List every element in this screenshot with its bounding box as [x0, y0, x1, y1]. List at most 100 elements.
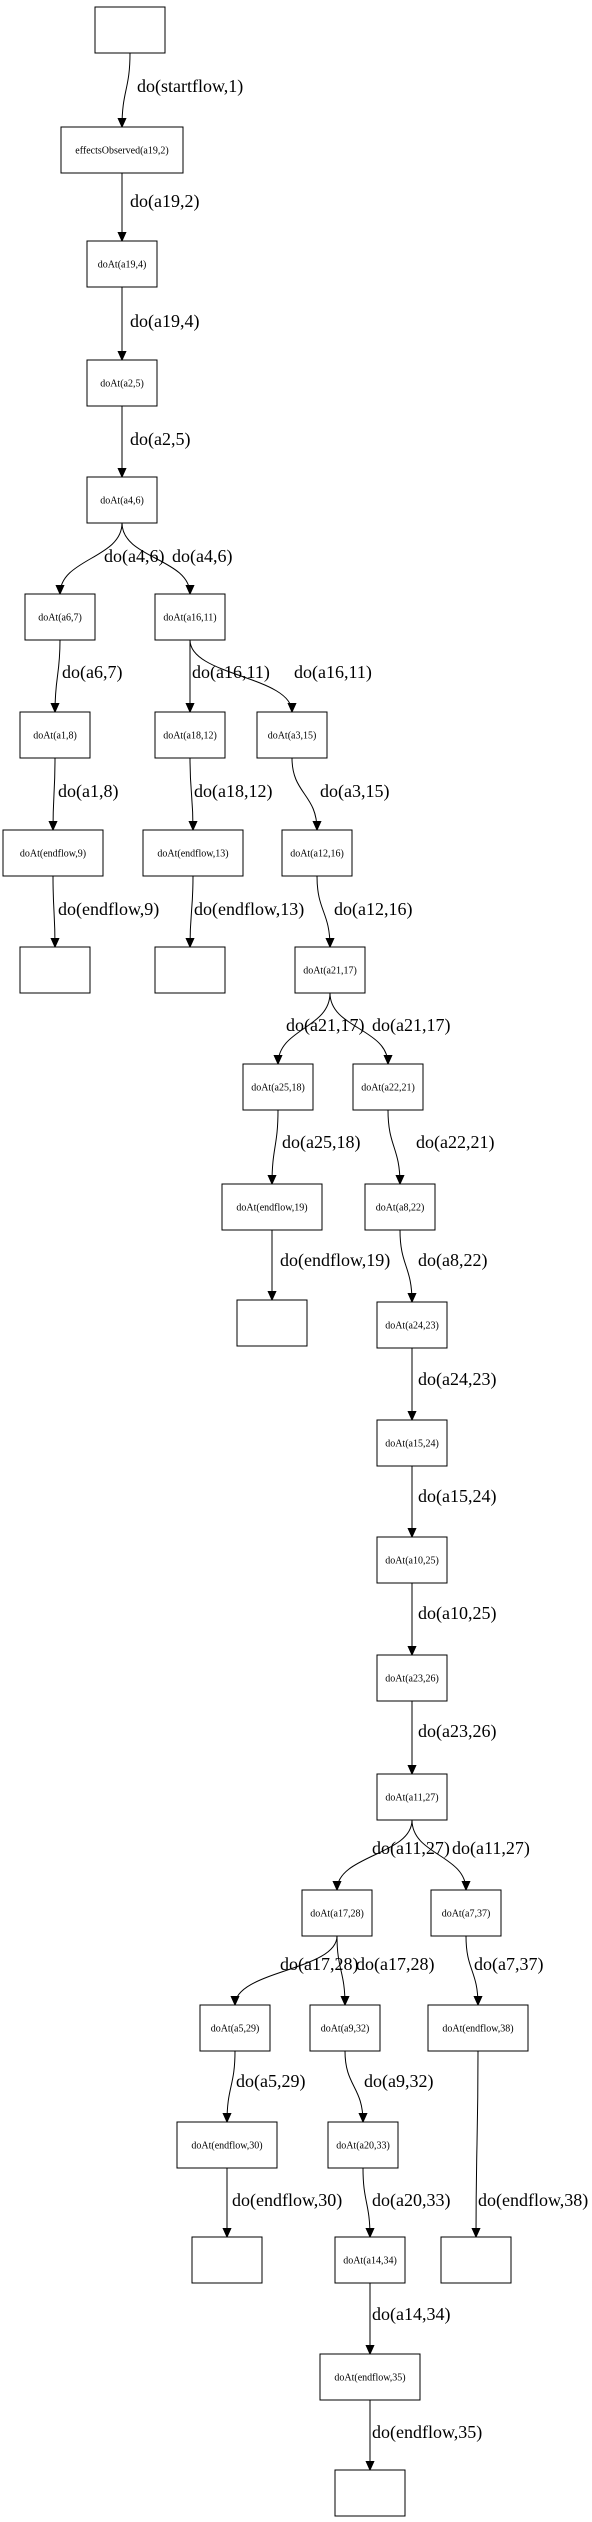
edge-label: do(a18,12)	[194, 781, 272, 802]
node-label: doAt(a14,34)	[343, 2256, 397, 2267]
node-rect	[242, 1063, 314, 1111]
edge-label: do(a5,29)	[236, 2071, 305, 2092]
node-box: doAt(a12,16)	[281, 829, 353, 877]
node-box: doAt(a22,21)	[352, 1063, 424, 1111]
node-rect	[301, 1889, 373, 1937]
edge-arrow	[399, 1229, 412, 1302]
edge-arrow	[362, 2167, 370, 2237]
node-label: doAt(a17,28)	[310, 1909, 364, 1920]
edge-label: do(endflow,13)	[194, 899, 304, 920]
node-rect	[236, 1299, 308, 1347]
node-label: doAt(endflow,35)	[334, 2373, 405, 2384]
node-box: doAt(a11,27)	[376, 1773, 448, 1821]
edge-arrow	[53, 757, 55, 830]
node-rect	[19, 711, 91, 759]
node-box: doAt(a9,32)	[309, 2004, 381, 2052]
node-box: doAt(endflow,9)	[2, 829, 104, 877]
edge-label: do(endflow,30)	[232, 2190, 342, 2211]
node-rect	[376, 1773, 448, 1821]
node-rect	[86, 240, 158, 288]
empty-node-box	[191, 2236, 263, 2284]
node-rect	[154, 946, 226, 994]
node-box: doAt(endflow,35)	[319, 2353, 421, 2401]
edge-arrow	[189, 639, 292, 712]
edge-arrow	[235, 1935, 338, 2005]
node-box: doAt(endflow,38)	[427, 2004, 529, 2052]
edge-label: do(a17,28)	[280, 1954, 358, 1975]
edge-arrow	[329, 992, 388, 1064]
edge-arrow	[190, 757, 193, 830]
edge-label: do(endflow,19)	[280, 1250, 390, 1271]
node-box: doAt(endflow,19)	[221, 1183, 323, 1231]
edge-label: do(a10,25)	[418, 1603, 496, 1624]
node-rect	[86, 476, 158, 524]
node-box: doAt(a21,17)	[294, 946, 366, 994]
edge-label: do(a21,17)	[286, 1015, 364, 1036]
node-rect	[334, 2469, 406, 2517]
empty-node-box	[334, 2469, 406, 2517]
node-box: doAt(a5,29)	[199, 2004, 271, 2052]
node-label: doAt(a4,6)	[100, 496, 144, 507]
edge-arrow	[121, 522, 190, 594]
node-rect	[427, 2004, 529, 2052]
empty-node-box	[19, 946, 91, 994]
node-label: doAt(endflow,30)	[191, 2141, 262, 2152]
edge-arrow	[53, 875, 55, 947]
node-rect	[24, 593, 96, 641]
node-label: doAt(a16,11)	[163, 613, 216, 624]
empty-node-box	[440, 2236, 512, 2284]
node-label: doAt(a6,7)	[38, 613, 82, 624]
node-rect	[154, 711, 226, 759]
edge-arrow	[465, 1935, 478, 2005]
edge-arrow	[344, 2050, 363, 2122]
node-box: doAt(endflow,30)	[176, 2121, 278, 2169]
node-box: doAt(a23,26)	[376, 1654, 448, 1702]
node-rect	[334, 2236, 406, 2284]
node-box: doAt(a4,6)	[86, 476, 158, 524]
edge-label: do(a8,22)	[418, 1250, 487, 1271]
edge-label: do(a15,24)	[418, 1486, 496, 1507]
node-rect	[176, 2121, 278, 2169]
node-label: doAt(a15,24)	[385, 1439, 439, 1450]
node-box: doAt(a15,24)	[376, 1419, 448, 1467]
edge-label: do(a24,23)	[418, 1369, 496, 1390]
edge-label: do(a17,28)	[356, 1954, 434, 1975]
edge-label: do(endflow,35)	[372, 2422, 482, 2443]
edge-arrow	[55, 639, 61, 712]
node-rect	[281, 829, 353, 877]
node-box: doAt(a14,34)	[334, 2236, 406, 2284]
node-box: doAt(a18,12)	[154, 711, 226, 759]
node-rect	[352, 1063, 424, 1111]
node-box: doAt(a24,23)	[376, 1301, 448, 1349]
edge-label: do(a23,26)	[418, 1721, 496, 1742]
edge-arrow	[60, 522, 123, 594]
node-label: doAt(a10,25)	[385, 1556, 439, 1567]
edge-label: do(a6,7)	[62, 662, 122, 683]
node-rect	[294, 946, 366, 994]
edge-label: do(a4,6)	[104, 546, 164, 567]
edge-arrow	[336, 1935, 345, 2005]
node-rect	[364, 1183, 436, 1231]
node-box: doAt(a7,37)	[430, 1889, 502, 1937]
edge-arrow	[122, 52, 131, 127]
node-rect	[221, 1183, 323, 1231]
node-rect	[376, 1301, 448, 1349]
node-rect	[319, 2353, 421, 2401]
edge-arrow	[337, 1819, 413, 1890]
node-label: doAt(a9,32)	[321, 2024, 370, 2035]
edge-label: do(a19,2)	[130, 191, 199, 212]
edge-label: do(a3,15)	[320, 781, 389, 802]
node-box: doAt(a17,28)	[301, 1889, 373, 1937]
empty-node-box	[94, 6, 166, 54]
node-label: doAt(a25,18)	[251, 1083, 305, 1094]
node-label: doAt(a5,29)	[211, 2024, 260, 2035]
edge-label: do(a19,4)	[130, 311, 199, 332]
edge-arrow	[227, 2050, 236, 2122]
empty-node-box	[236, 1299, 308, 1347]
node-label: doAt(endflow,38)	[442, 2024, 513, 2035]
node-box: doAt(a16,11)	[154, 593, 226, 641]
edge-label: do(a14,34)	[372, 2304, 450, 2325]
node-box: doAt(a6,7)	[24, 593, 96, 641]
node-rect	[2, 829, 104, 877]
